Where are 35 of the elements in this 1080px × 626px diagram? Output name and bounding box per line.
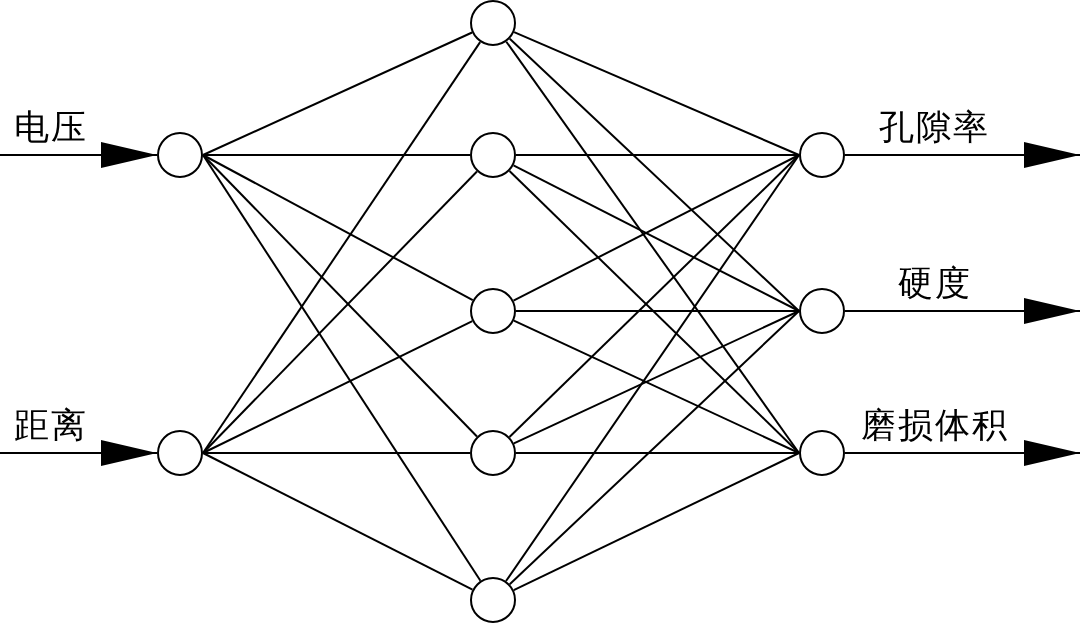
connection-line — [202, 452, 474, 591]
connection-line — [202, 154, 471, 156]
connection-line — [508, 310, 800, 586]
edge-label: 硬度 — [897, 266, 972, 301]
neuron-circle — [470, 577, 516, 623]
connection-line — [515, 154, 800, 156]
neuron-circle — [470, 0, 516, 46]
connection-line — [202, 154, 474, 302]
arrow — [0, 142, 158, 168]
connection-line — [515, 452, 800, 454]
connection-line — [202, 452, 471, 454]
neuron-circle — [799, 288, 845, 334]
neuron-circle — [470, 430, 516, 476]
arrow — [844, 298, 1080, 324]
edge-label: 磨损体积 — [860, 408, 1009, 443]
edge-label: 电压 — [13, 110, 88, 145]
neuron-circle — [470, 288, 516, 334]
edge-label: 孔隙率 — [879, 110, 990, 145]
neuron-circle — [799, 430, 845, 476]
edge-label: 距离 — [13, 408, 88, 443]
neuron-circle — [470, 132, 516, 178]
connection-line — [515, 310, 800, 312]
neuron-circle — [157, 132, 203, 178]
connection-line — [202, 154, 482, 582]
connection-line — [505, 154, 800, 583]
arrow — [0, 440, 158, 466]
connection-line — [202, 320, 474, 454]
connection-line — [512, 452, 800, 592]
connection-line — [202, 31, 474, 156]
neuron-circle — [799, 132, 845, 178]
connection-line — [202, 41, 482, 454]
connection-line — [513, 31, 800, 156]
neuron-circle — [157, 430, 203, 476]
connection-line — [508, 37, 800, 312]
arrow — [844, 142, 1080, 168]
